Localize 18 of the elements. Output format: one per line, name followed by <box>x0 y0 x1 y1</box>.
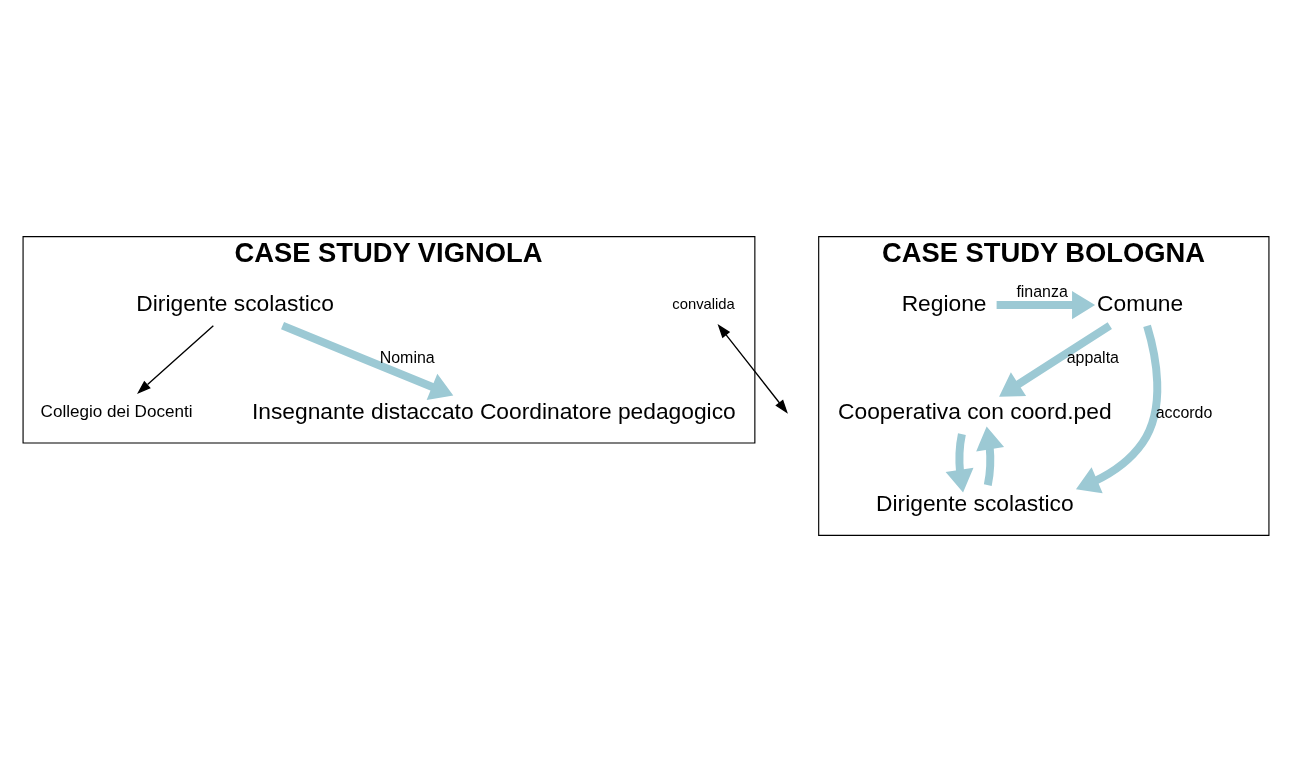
node-text: Comune <box>1097 289 1184 316</box>
arrow <box>1075 324 1162 494</box>
node-text: Collegio dei Docenti <box>40 402 193 422</box>
arrow <box>999 322 1112 397</box>
node-text: Cooperativa con coord.ped <box>838 398 1112 425</box>
node-text: Dirigente scolastico <box>136 289 334 316</box>
edge-label: Nomina <box>379 349 435 367</box>
node-text: Dirigente scolastico <box>876 490 1074 517</box>
node-text: Regione <box>901 289 987 316</box>
arrow <box>281 321 454 400</box>
node-text: convalida <box>672 295 735 312</box>
edge-label: finanza <box>1016 283 1068 301</box>
arrow <box>137 324 214 394</box>
arrow <box>717 324 788 414</box>
arrow <box>945 433 974 493</box>
edge-label: appalta <box>1066 349 1119 367</box>
edge-label: accordo <box>1155 403 1213 421</box>
node-text: Insegnante distaccato Coordinatore pedagogico <box>251 398 736 425</box>
